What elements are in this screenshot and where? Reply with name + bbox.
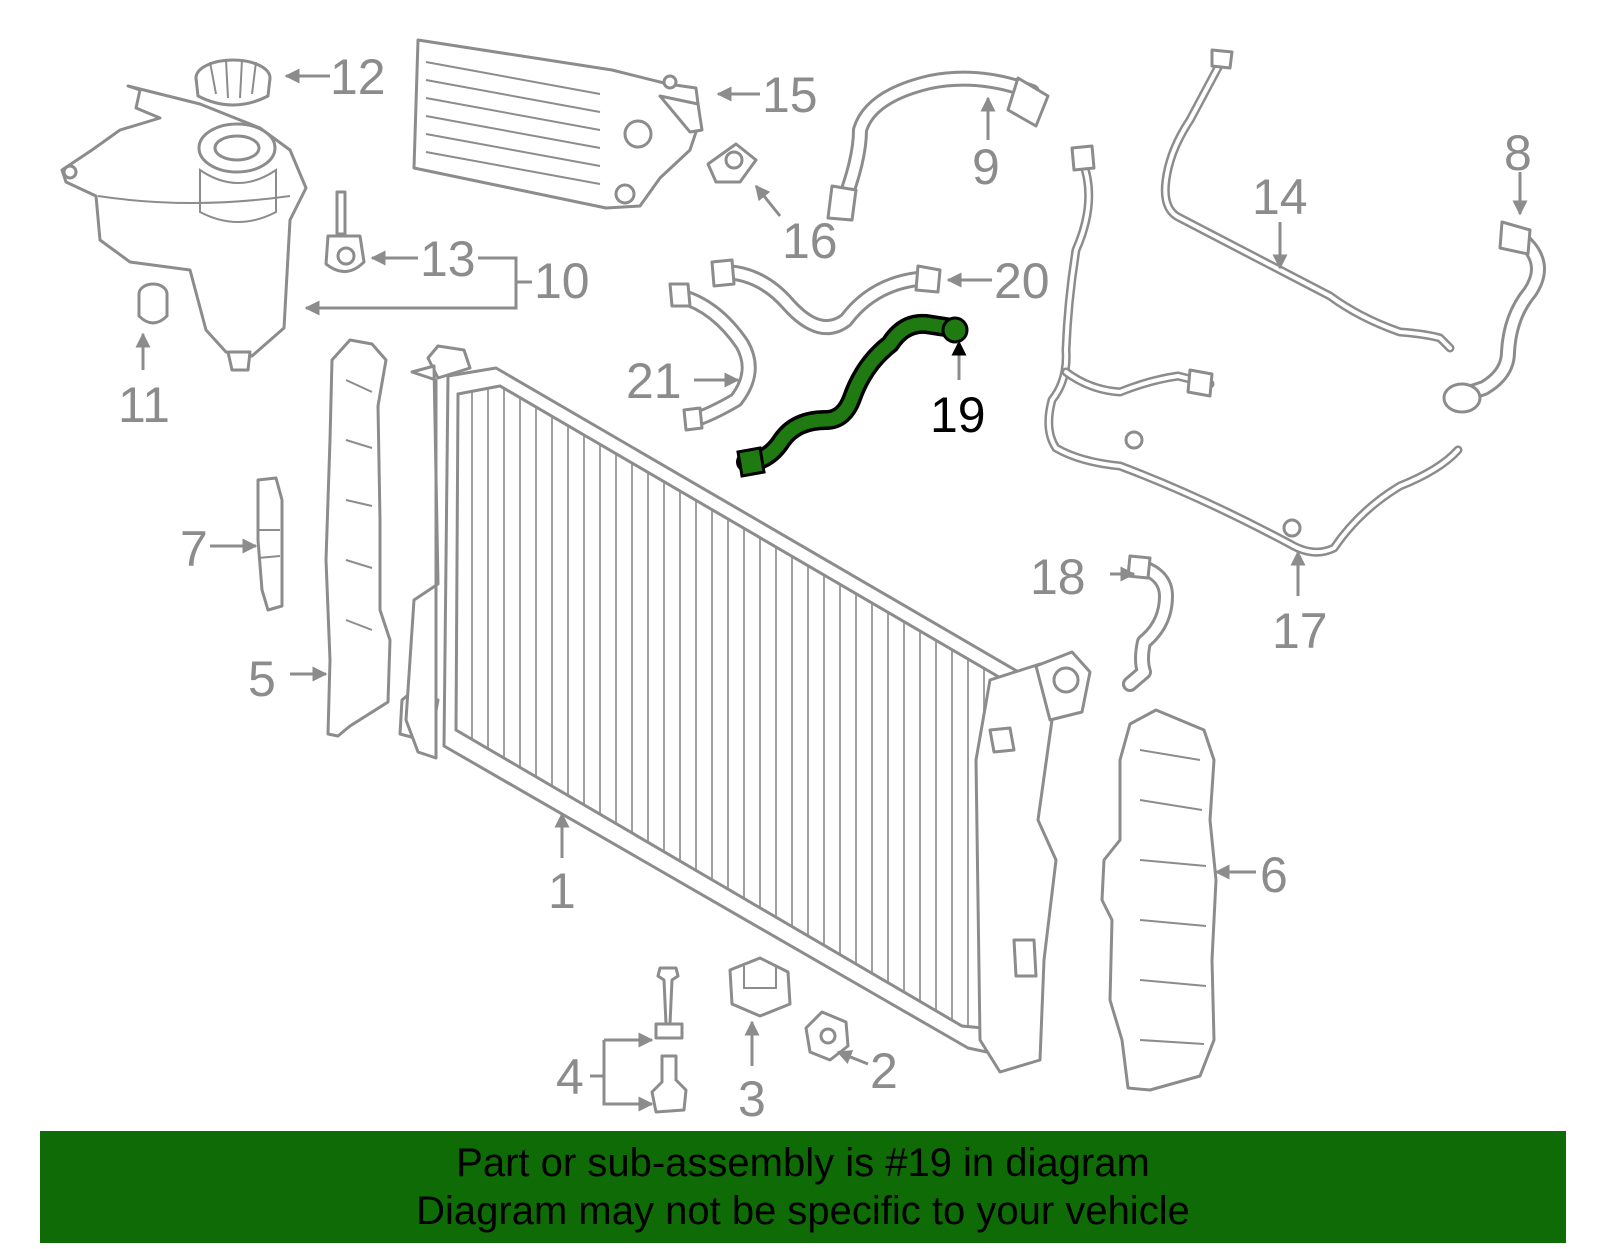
part-6-right-air-duct xyxy=(1100,708,1218,1092)
part-11-plug xyxy=(137,282,169,325)
callout-20: 20 xyxy=(994,253,1050,309)
part-19-highlighted-hose[interactable] xyxy=(736,313,969,478)
callout-19[interactable]: 19 xyxy=(930,387,986,443)
part-13-level-sensor xyxy=(324,190,366,273)
callout-5: 5 xyxy=(248,651,276,707)
info-banner: Part or sub-assembly is #19 in diagram D… xyxy=(40,1131,1566,1243)
part-3-mount xyxy=(728,956,792,1018)
part-15-oil-cooler xyxy=(412,38,704,210)
part-8-hose xyxy=(1442,220,1546,414)
part-21-hose xyxy=(668,282,757,432)
callout-3: 3 xyxy=(738,1071,766,1127)
callout-18: 18 xyxy=(1030,549,1086,605)
callout-14: 14 xyxy=(1252,169,1308,225)
callout-15: 15 xyxy=(762,67,818,123)
callout-1: 1 xyxy=(548,863,576,919)
part-16-bleeder-screw xyxy=(706,142,758,184)
callout-labels: 12 15 9 8 14 16 13 10 20 21 19 11 7 18 1… xyxy=(118,49,1532,1127)
part-10-expansion-tank xyxy=(60,84,308,372)
banner-line-1: Part or sub-assembly is #19 in diagram xyxy=(456,1141,1150,1185)
callout-7: 7 xyxy=(180,521,208,577)
callout-2: 2 xyxy=(870,1043,898,1099)
part-20-hose xyxy=(710,258,942,336)
part-14-bleed-pipe xyxy=(1160,48,1455,353)
part-4-mounting-pins xyxy=(650,966,688,1114)
part-5-left-air-duct xyxy=(324,338,392,738)
callout-9: 9 xyxy=(972,139,1000,195)
part-2-sensor xyxy=(804,1010,850,1062)
callout-13: 13 xyxy=(420,231,476,287)
callout-4: 4 xyxy=(556,1049,584,1105)
part-17-coolant-pipe xyxy=(1044,144,1463,557)
banner-line-2: Diagram may not be specific to your vehi… xyxy=(416,1189,1190,1233)
callout-11: 11 xyxy=(118,377,170,433)
part-18-small-hose xyxy=(1122,554,1174,692)
callout-10: 10 xyxy=(534,253,590,309)
callout-17: 17 xyxy=(1272,603,1328,659)
part-12-reservoir-cap xyxy=(194,58,272,107)
leader-lines xyxy=(135,68,1528,1112)
callout-6: 6 xyxy=(1260,847,1288,903)
part-7-bracket xyxy=(256,476,284,612)
callout-8: 8 xyxy=(1504,125,1532,181)
part-9-upper-hose xyxy=(826,70,1050,222)
callout-16: 16 xyxy=(782,213,838,269)
part-1-radiator xyxy=(398,344,1092,1074)
callout-21: 21 xyxy=(626,353,682,409)
callout-12: 12 xyxy=(330,49,386,105)
